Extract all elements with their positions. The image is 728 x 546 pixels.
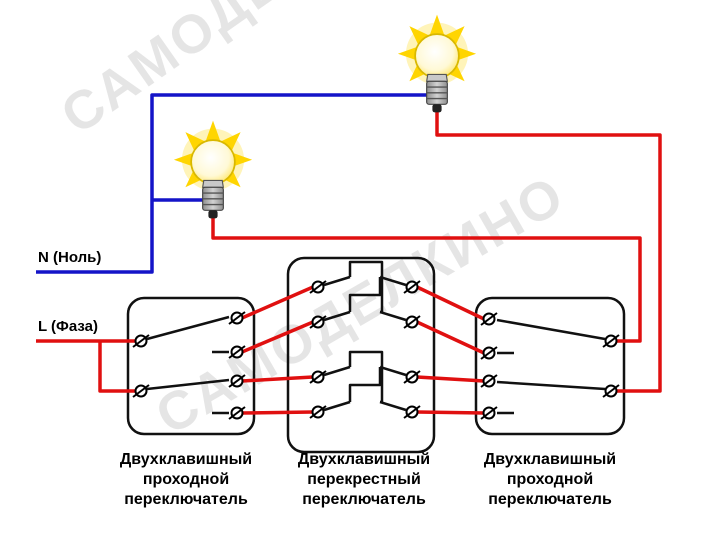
terminal-icon bbox=[403, 370, 421, 384]
phase-wire bbox=[36, 110, 662, 415]
switch-box-right bbox=[474, 296, 626, 436]
terminal-icon bbox=[403, 315, 421, 329]
terminal-icon bbox=[602, 334, 620, 348]
terminal-icon bbox=[480, 312, 498, 326]
switch-box-middle bbox=[286, 256, 436, 454]
terminal-icon bbox=[228, 311, 246, 325]
terminal-icon bbox=[309, 370, 327, 384]
caption-middle-line1: Двухклавишный bbox=[298, 451, 430, 468]
terminal-icon bbox=[480, 406, 498, 420]
caption-right-line1: Двухклавишный bbox=[484, 451, 616, 468]
switch-box-left bbox=[126, 296, 256, 436]
neutral-label: N (Ноль) bbox=[38, 249, 101, 266]
switch-middle-internals bbox=[323, 260, 407, 412]
caption-left-line3: переключатель bbox=[124, 491, 248, 508]
neutral-wire bbox=[36, 93, 429, 274]
switch-left-internals bbox=[146, 315, 230, 415]
caption-left-line1: Двухклавишный bbox=[120, 451, 252, 468]
light-bulb-bottom-icon bbox=[173, 119, 253, 220]
caption-middle-line3: переключатель bbox=[302, 491, 426, 508]
terminal-icon bbox=[602, 384, 620, 398]
caption-middle: Двухклавишный перекрестный переключатель bbox=[298, 451, 430, 508]
caption-right-line3: переключатель bbox=[488, 491, 612, 508]
switch-right-internals bbox=[496, 318, 606, 415]
light-bulb-top-icon bbox=[397, 13, 477, 114]
terminal-icon bbox=[132, 334, 150, 348]
caption-right-line2: проходной bbox=[507, 471, 593, 488]
caption-middle-line2: перекрестный bbox=[307, 471, 421, 488]
terminal-icon bbox=[480, 346, 498, 360]
caption-left: Двухклавишный проходной переключатель bbox=[120, 451, 252, 508]
watermark-text-top: САМОДЕЛКИНО bbox=[50, 0, 462, 146]
caption-right: Двухклавишный проходной переключатель bbox=[484, 451, 616, 508]
terminal-icon bbox=[309, 405, 327, 419]
terminal-icon bbox=[480, 374, 498, 388]
caption-left-line2: проходной bbox=[143, 471, 229, 488]
phase-label: L (Фаза) bbox=[38, 318, 98, 335]
terminal-icon bbox=[403, 405, 421, 419]
